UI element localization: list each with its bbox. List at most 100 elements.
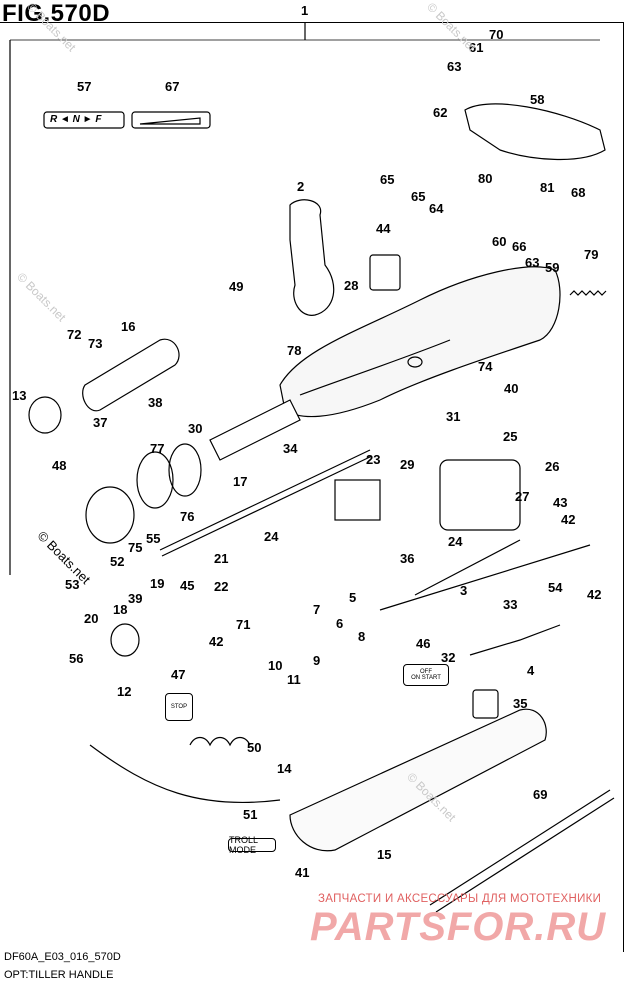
callout-63-b: 63 <box>525 255 540 270</box>
footer-code: DF60A_E03_016_570D <box>4 951 121 963</box>
troll-mode-text: TROLL MODE <box>229 835 258 855</box>
callout-4: 4 <box>527 663 535 678</box>
callout-59: 59 <box>545 260 560 275</box>
shop-logo: PARTSFOR.RU <box>310 905 607 949</box>
callout-81: 81 <box>540 180 555 195</box>
footer-label: OPT:TILLER HANDLE <box>4 969 114 981</box>
callout-71: 71 <box>236 617 251 632</box>
callout-12: 12 <box>117 684 132 699</box>
callout-76: 76 <box>180 509 195 524</box>
callout-7: 7 <box>313 602 321 617</box>
callout-2: 2 <box>297 179 305 194</box>
callout-70: 70 <box>489 27 504 42</box>
callout-69: 69 <box>533 787 548 802</box>
tiller-handle-body <box>279 266 561 418</box>
callout-8: 8 <box>358 629 366 644</box>
friction-spring <box>569 290 607 296</box>
callout-72: 72 <box>67 327 82 342</box>
throttle-plate-drawing <box>131 111 211 129</box>
callout-66: 66 <box>512 239 527 254</box>
callout-36: 36 <box>400 551 415 566</box>
callout-55: 55 <box>146 531 161 546</box>
callout-24-a: 24 <box>264 529 279 544</box>
callout-80: 80 <box>478 171 493 186</box>
shift-rod <box>159 449 371 551</box>
callout-32: 32 <box>441 650 456 665</box>
shift-plate-drawing <box>43 111 125 129</box>
callout-5: 5 <box>349 590 357 605</box>
tiller-base-plate <box>289 708 547 852</box>
callout-65-b: 65 <box>411 189 426 204</box>
callout-77: 77 <box>150 441 165 456</box>
callout-11: 11 <box>287 672 301 687</box>
steering-bracket <box>464 103 606 161</box>
ignition-label-plate: OFF ON START <box>403 664 449 686</box>
callout-15: 15 <box>377 847 392 862</box>
callout-23: 23 <box>366 452 381 467</box>
steering-handle-bar <box>429 789 611 906</box>
lanyard-coil <box>189 736 251 747</box>
callout-73: 73 <box>88 336 103 351</box>
switch-housing <box>110 623 140 657</box>
callout-62: 62 <box>433 105 448 120</box>
callout-49: 49 <box>229 279 244 294</box>
callout-6: 6 <box>336 616 344 631</box>
callout-39: 39 <box>128 591 143 606</box>
callout-13: 13 <box>12 388 27 403</box>
callout-33: 33 <box>503 597 518 612</box>
callout-57: 57 <box>77 79 92 94</box>
callout-43: 43 <box>553 495 568 510</box>
fuse-plate <box>472 689 499 719</box>
callout-38: 38 <box>148 395 163 410</box>
callout-24-b: 24 <box>448 534 463 549</box>
shift-cable <box>414 539 521 596</box>
callout-58: 58 <box>530 92 545 107</box>
callout-22: 22 <box>214 579 229 594</box>
callout-50: 50 <box>247 740 262 755</box>
callout-61: 61 <box>469 40 484 55</box>
callout-42-a: 42 <box>209 634 224 649</box>
callout-20: 20 <box>84 611 99 626</box>
callout-54: 54 <box>548 580 563 595</box>
callout-17: 17 <box>233 474 248 489</box>
callout-48: 48 <box>52 458 67 473</box>
switch-off-text: OFF <box>420 669 432 675</box>
callout-56: 56 <box>69 651 84 666</box>
callout-16: 16 <box>121 319 136 334</box>
callout-34: 34 <box>283 441 298 456</box>
callout-40: 40 <box>504 381 519 396</box>
callout-29: 29 <box>400 457 415 472</box>
callout-44: 44 <box>376 221 391 236</box>
shift-lever <box>289 199 335 316</box>
callout-28: 28 <box>344 278 359 293</box>
callout-47: 47 <box>171 667 186 682</box>
callout-25: 25 <box>503 429 518 444</box>
shift-plate-label: R ◄ N ► F <box>50 114 102 125</box>
friction-ring <box>136 451 174 509</box>
callout-63-a: 63 <box>447 59 462 74</box>
troll-mode-label-icon: TROLL MODE <box>228 835 276 855</box>
callout-14: 14 <box>277 761 292 776</box>
frame-top-line <box>0 22 624 23</box>
callout-51: 51 <box>243 807 258 822</box>
callout-37: 37 <box>93 415 108 430</box>
stop-text: STOP <box>170 704 188 710</box>
callout-1: 1 <box>301 3 309 18</box>
throttle-cable <box>379 544 591 611</box>
grip-cap-ring <box>85 486 135 544</box>
callout-10: 10 <box>268 658 283 673</box>
callout-30: 30 <box>188 421 203 436</box>
callout-60: 60 <box>492 234 507 249</box>
gear-ring <box>168 443 202 497</box>
stop-label-icon: STOP <box>165 693 193 721</box>
callout-31: 31 <box>446 409 461 424</box>
callout-46: 46 <box>416 636 431 651</box>
callout-41: 41 <box>295 865 310 880</box>
callout-78: 78 <box>287 343 302 358</box>
callout-18: 18 <box>113 602 128 617</box>
end-cap <box>28 396 62 434</box>
callout-42-b: 42 <box>561 512 576 527</box>
callout-74: 74 <box>478 359 493 374</box>
